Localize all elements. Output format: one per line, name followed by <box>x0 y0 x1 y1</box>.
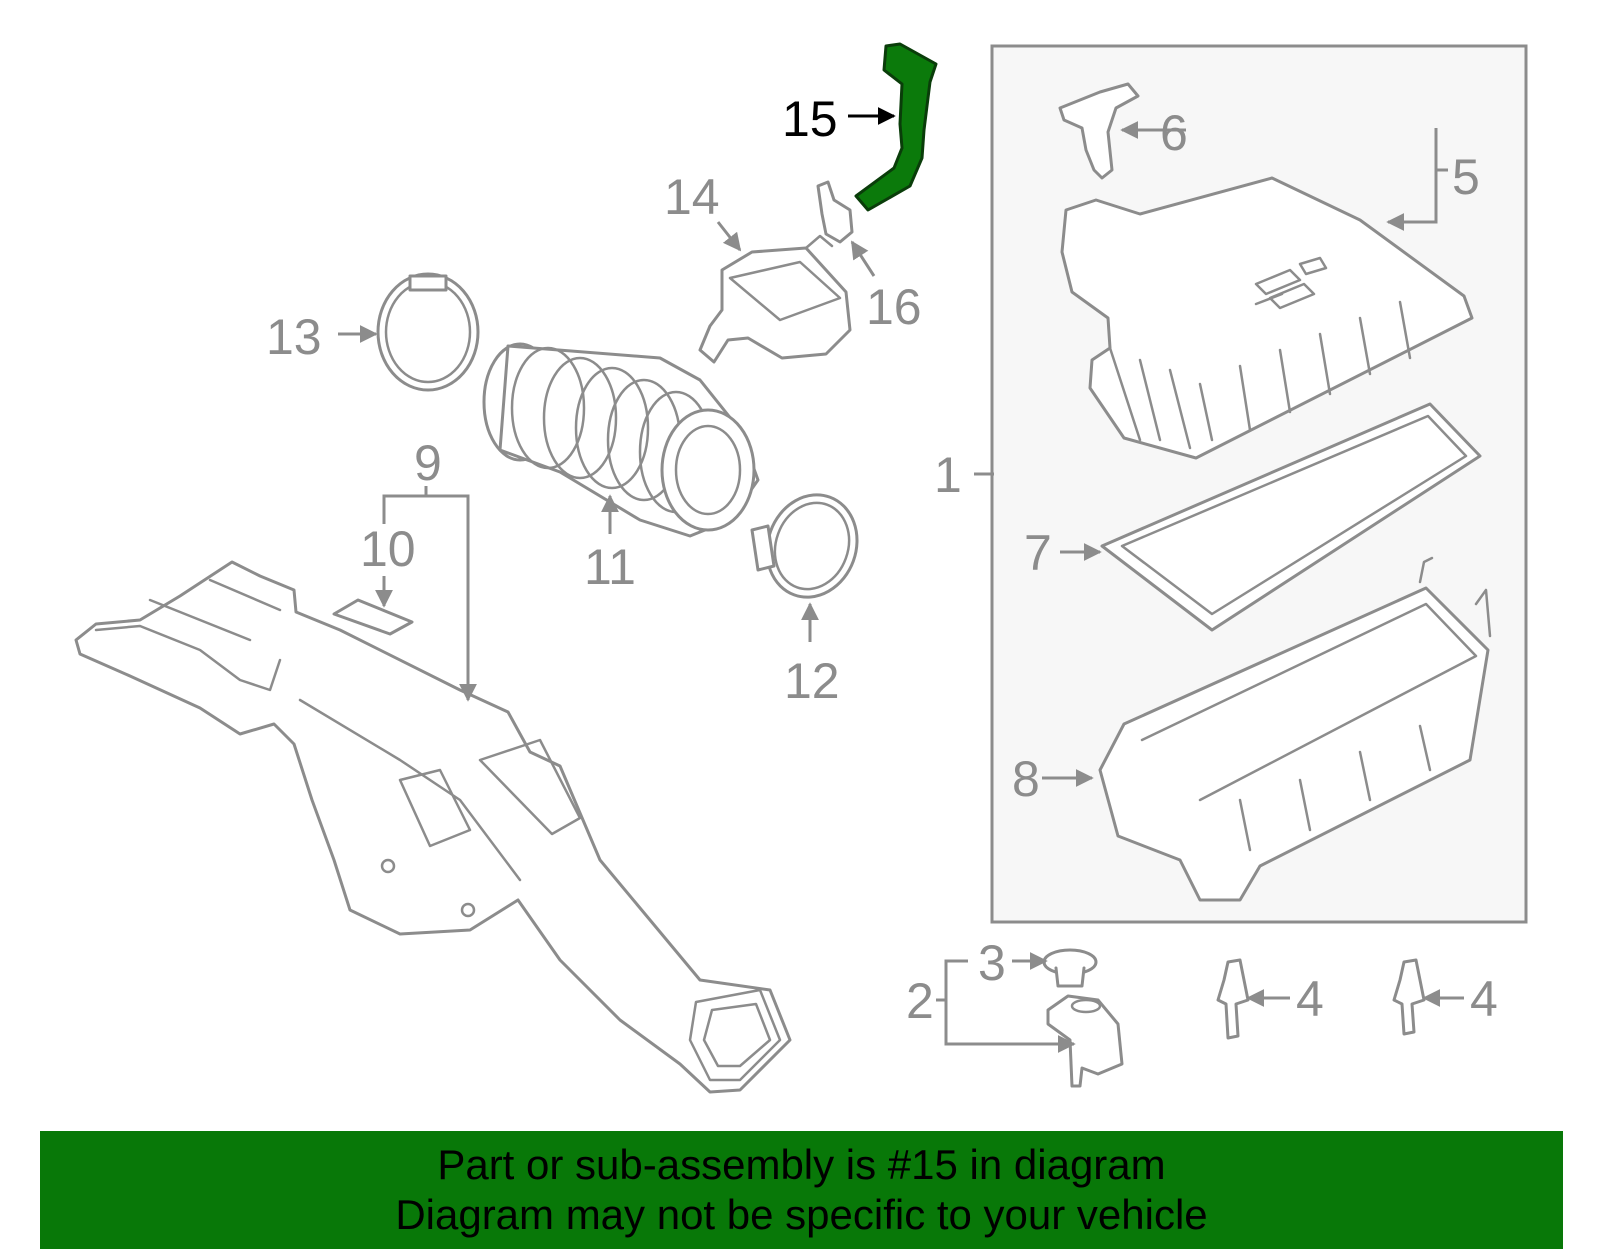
callout-14: 14 <box>664 169 720 225</box>
footer-line-2: Diagram may not be specific to your vehi… <box>395 1191 1208 1238</box>
part-14-resonator <box>698 234 852 364</box>
callout-3: 3 <box>978 935 1006 991</box>
part-10-label <box>332 598 414 636</box>
part-3-grommet <box>1042 948 1098 988</box>
callout-15: 15 <box>782 91 838 147</box>
part-5-upper-case <box>1060 176 1474 460</box>
callout-5: 5 <box>1452 149 1480 205</box>
footer-banner: Part or sub-assembly is #15 in diagram D… <box>40 1131 1563 1249</box>
part-4-bolt-b <box>1392 958 1426 1036</box>
part-4-bolt-a <box>1216 958 1250 1040</box>
callout-10: 10 <box>360 521 416 577</box>
callout-6: 6 <box>1160 105 1188 161</box>
part-6-clip <box>1058 82 1140 180</box>
part-11-air-hose <box>482 342 760 538</box>
callout-12: 12 <box>784 653 840 709</box>
part-15-hose-highlighted[interactable] <box>854 42 938 212</box>
part-13-clamp <box>376 272 480 392</box>
callout-2: 2 <box>906 973 934 1029</box>
part-9-intake-duct <box>74 560 792 1094</box>
part-16-clip <box>816 180 854 244</box>
part-2-bracket <box>1046 994 1124 1088</box>
callout-4a: 4 <box>1296 971 1324 1027</box>
callout-4b: 4 <box>1470 971 1498 1027</box>
part-8-lower-case <box>1098 556 1492 902</box>
callout-13: 13 <box>266 309 322 365</box>
leader-lines <box>338 107 1464 1053</box>
part-12-clamp <box>750 493 859 599</box>
callout-11: 11 <box>584 539 636 595</box>
callout-8: 8 <box>1012 751 1040 807</box>
callout-1: 1 <box>934 447 962 503</box>
footer-line-1: Part or sub-assembly is #15 in diagram <box>437 1141 1166 1188</box>
part-7-filter-element <box>1100 402 1482 632</box>
callout-16: 16 <box>866 279 922 335</box>
callout-7: 7 <box>1024 525 1052 581</box>
callout-9: 9 <box>414 435 442 491</box>
